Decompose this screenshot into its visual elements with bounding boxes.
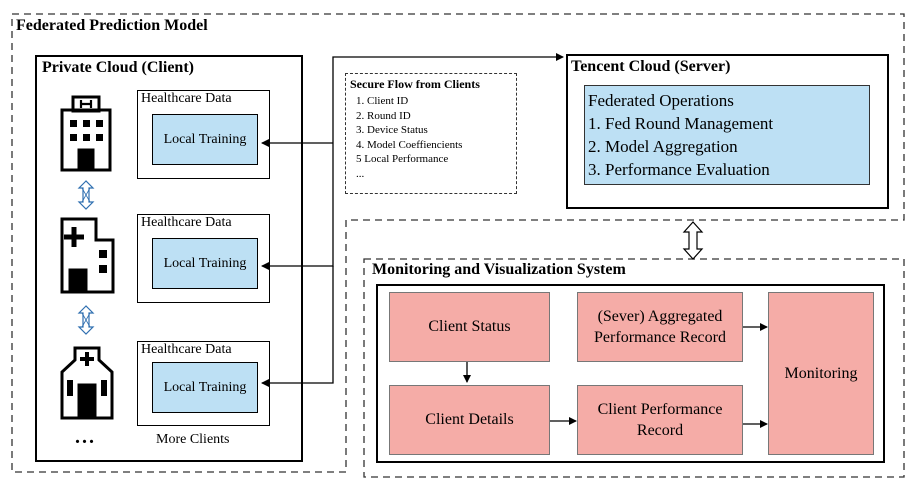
secure-flow-title: Secure Flow from Clients bbox=[350, 77, 480, 91]
federated-operations-item: 1. Fed Round Management bbox=[588, 114, 774, 133]
federated-operations-item: 2. Model Aggregation bbox=[588, 137, 738, 156]
monitoring-frame bbox=[363, 258, 905, 478]
page-title: Federated Prediction Model bbox=[16, 17, 208, 34]
secure-flow-list: 1. Client ID 2. Round ID 3. Device Statu… bbox=[356, 94, 462, 181]
secure-flow-item: 2. Round ID bbox=[356, 109, 411, 122]
hospital-icon bbox=[60, 217, 115, 294]
outer-frame bbox=[11, 13, 905, 473]
private-cloud-title: Private Cloud (Client) bbox=[42, 59, 194, 76]
local-training-box: Local Training bbox=[152, 362, 258, 413]
local-training-box: Local Training bbox=[152, 238, 258, 289]
client-panel bbox=[137, 341, 270, 426]
client-performance-record-box: Client Performance Record bbox=[577, 385, 743, 455]
client-details-box: Client Details bbox=[389, 385, 550, 455]
private-cloud-panel bbox=[35, 55, 303, 462]
server-title: Tencent Cloud (Server) bbox=[571, 58, 731, 75]
client-status-box: Client Status bbox=[389, 292, 550, 362]
secure-flow-item: 4. Model Coeffiencients bbox=[356, 138, 463, 151]
secure-flow-item: ... bbox=[356, 167, 365, 180]
client-link-arrow-2 bbox=[77, 305, 95, 335]
monitoring-box: Monitoring bbox=[768, 292, 874, 455]
secure-flow-line bbox=[332, 53, 564, 143]
client-panel bbox=[137, 90, 270, 179]
healthcare-data-label: Healthcare Data bbox=[141, 215, 232, 230]
hospital-icon bbox=[60, 346, 114, 420]
hospital-icon bbox=[60, 95, 112, 172]
federated-operations-title: Federated Operations bbox=[588, 91, 734, 110]
local-training-box: Local Training bbox=[152, 114, 258, 165]
federated-operations-item: 3. Performance Evaluation bbox=[588, 160, 770, 179]
more-clients-label: More Clients bbox=[156, 432, 230, 447]
more-clients-ellipsis: ... bbox=[75, 426, 96, 448]
healthcare-data-label: Healthcare Data bbox=[141, 91, 232, 106]
server-monitoring-double-arrow bbox=[682, 221, 704, 260]
federated-operations-box: Federated Operations 1. Fed Round Manage… bbox=[584, 85, 870, 185]
secure-flow-branch-3 bbox=[261, 266, 334, 387]
secure-flow-item: 5 Local Performance bbox=[356, 153, 449, 165]
secure-flow-item: 1. Client ID bbox=[356, 95, 409, 107]
secure-flow-item: 3. Device Status bbox=[356, 124, 428, 136]
monitoring-panel bbox=[376, 284, 885, 463]
client-panel bbox=[137, 214, 270, 303]
monitoring-title: Monitoring and Visualization System bbox=[372, 261, 626, 278]
healthcare-data-label: Healthcare Data bbox=[141, 342, 232, 357]
secure-flow-box: Secure Flow from Clients 1. Client ID 2.… bbox=[345, 73, 517, 194]
client-link-arrow-1 bbox=[77, 180, 95, 210]
aggregated-performance-record-box: (Sever) Aggregated Performance Record bbox=[577, 292, 743, 362]
